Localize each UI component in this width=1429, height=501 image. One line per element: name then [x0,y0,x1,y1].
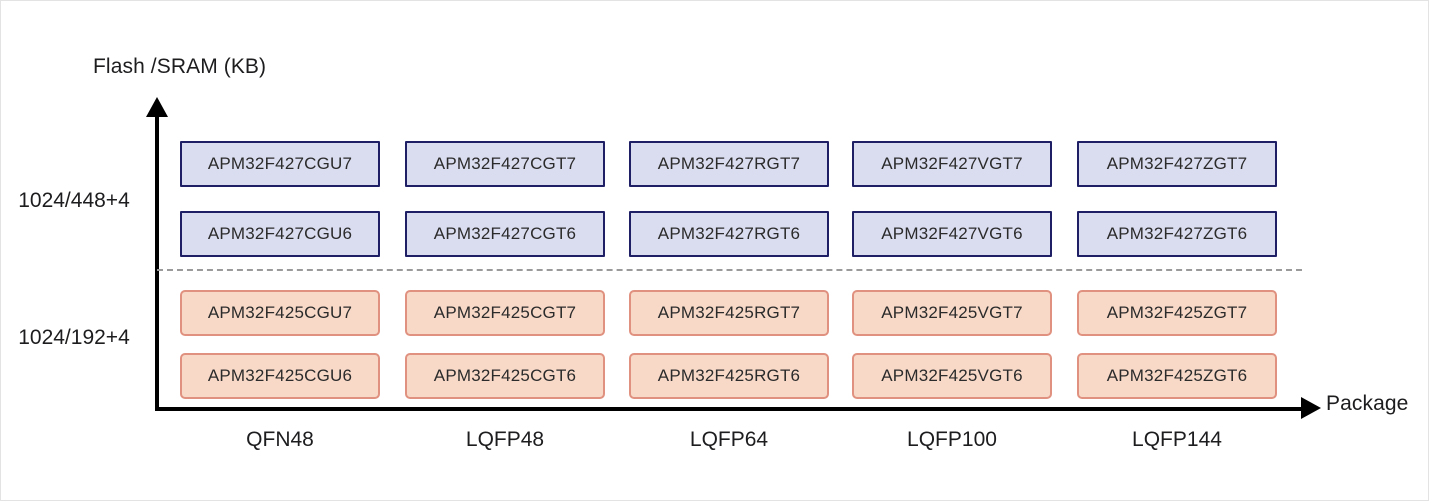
part-box[interactable]: APM32F427RGT7 [629,141,829,187]
x-tick-label-lqfp100: LQFP100 [907,428,997,451]
part-box[interactable]: APM32F425CGU6 [180,353,380,399]
x-axis-title: Package [1326,392,1409,415]
x-tick-label-lqfp64: LQFP64 [689,428,769,451]
y-tick-label-0: 1024/448+4 [18,189,130,212]
part-box[interactable]: APM32F427CGT7 [405,141,605,187]
part-box[interactable]: APM32F427ZGT6 [1077,211,1277,257]
part-box[interactable]: APM32F427RGT6 [629,211,829,257]
y-axis-arrow-icon [146,97,168,117]
x-tick-label-lqfp48: LQFP48 [465,428,545,451]
part-box[interactable]: APM32F427CGT6 [405,211,605,257]
part-box[interactable]: APM32F425CGU7 [180,290,380,336]
part-box[interactable]: APM32F427CGU6 [180,211,380,257]
y-tick-label-1: 1024/192+4 [18,326,130,349]
x-tick-label-qfn48: QFN48 [246,428,314,451]
part-box[interactable]: APM32F425CGT6 [405,353,605,399]
part-box[interactable]: APM32F425CGT7 [405,290,605,336]
part-box[interactable]: APM32F427VGT6 [852,211,1052,257]
part-box[interactable]: APM32F425VGT7 [852,290,1052,336]
part-box[interactable]: APM32F425RGT6 [629,353,829,399]
x-tick-label-lqfp144: LQFP144 [1132,428,1222,451]
group-divider [157,269,1302,271]
y-axis-title: Flash /SRAM (KB) [93,55,267,78]
part-box[interactable]: APM32F425VGT6 [852,353,1052,399]
x-axis-arrow-icon [1301,397,1321,419]
part-box[interactable]: APM32F427VGT7 [852,141,1052,187]
part-box[interactable]: APM32F425ZGT7 [1077,290,1277,336]
y-axis-line [155,113,159,411]
part-box[interactable]: APM32F425ZGT6 [1077,353,1277,399]
part-box[interactable]: APM32F427ZGT7 [1077,141,1277,187]
part-box[interactable]: APM32F427CGU7 [180,141,380,187]
part-box[interactable]: APM32F425RGT7 [629,290,829,336]
x-axis-line [155,407,1303,411]
